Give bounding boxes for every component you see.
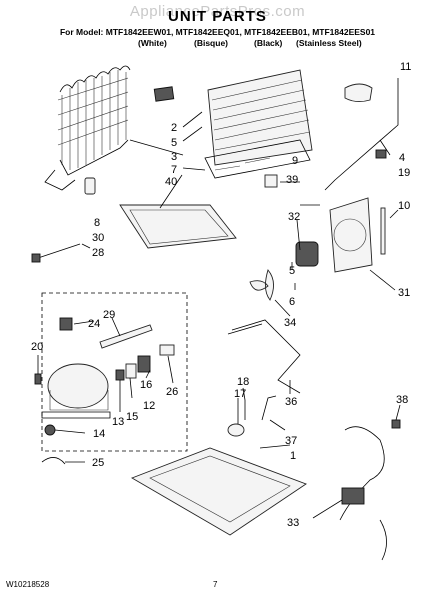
base-plate: [130, 447, 307, 536]
label-part: [153, 86, 175, 102]
pad-part: [344, 83, 373, 103]
compressor: [47, 363, 109, 409]
capacitor-tube: [99, 324, 153, 349]
callout-32: 32: [288, 211, 300, 223]
callout-19: 19: [398, 167, 410, 179]
relay-part: [59, 317, 73, 331]
drain-tray: [119, 204, 237, 249]
callout-16: 16: [140, 379, 152, 391]
clip-part: [375, 149, 387, 159]
callout-33: 33: [287, 517, 299, 529]
page-number: 7: [213, 580, 218, 589]
starter-kit-box: [41, 292, 188, 452]
rod-part: [380, 207, 386, 255]
callout-30: 30: [92, 232, 104, 244]
callout-29: 29: [103, 309, 115, 321]
harness-connector: [341, 487, 365, 505]
fan-motor: [295, 241, 319, 267]
condenser-coil: [44, 65, 131, 191]
leader-lines: [37, 111, 401, 519]
page-title: UNIT PARTS: [168, 8, 267, 25]
cover-part: [159, 344, 175, 356]
clip-cover-part: [125, 363, 137, 379]
foot-part: [227, 423, 245, 437]
callout-36: 36: [285, 396, 297, 408]
callout-25: 25: [92, 457, 104, 469]
callout-8: 8: [94, 217, 100, 229]
callout-13: 13: [112, 416, 124, 428]
wiring-harness: [339, 426, 385, 521]
cord-part: [37, 243, 81, 259]
callout-4: 4: [399, 152, 405, 164]
callout-26: 26: [166, 386, 178, 398]
watermark: AppliancePartsPros.com: [129, 3, 306, 20]
callout-7: 7: [171, 164, 177, 176]
fan-shroud: [329, 197, 373, 273]
callout-20: 20: [31, 341, 43, 353]
callout-37: 37: [285, 435, 297, 447]
callout-40: 40: [165, 176, 177, 188]
callout-38: 38: [396, 394, 408, 406]
callout-15: 15: [126, 411, 138, 423]
color-stainless: (Stainless Steel): [296, 38, 362, 48]
screw-part: [34, 373, 42, 385]
callout-1: 1: [290, 450, 296, 462]
connector-part: [115, 369, 125, 381]
callout-28: 28: [92, 247, 104, 259]
tube-part-37: [261, 395, 277, 421]
color-white: (White): [138, 38, 167, 48]
callout-2: 2: [171, 122, 177, 134]
callout-10: 10: [398, 200, 410, 212]
overload-part: [137, 355, 151, 373]
callout-numbers: 11 2 5 3 7 40 4 19 9 39 10 32 8 30 28 5 …: [31, 61, 411, 529]
callout-18: 18: [237, 376, 249, 388]
screw-part-38: [391, 419, 401, 429]
callout-6: 6: [289, 296, 295, 308]
callout-24: 24: [88, 318, 100, 330]
callout-11: 11: [400, 61, 411, 73]
wire-clip: [41, 457, 66, 465]
callout-3: 3: [171, 151, 177, 163]
model-list: For Model: MTF1842EEW01, MTF1842EEQ01, M…: [59, 27, 376, 37]
evaporator-coil: [204, 69, 313, 179]
cap-part: [84, 177, 96, 195]
callout-5b: 5: [289, 265, 295, 277]
callout-9: 9: [292, 155, 298, 167]
callout-5: 5: [171, 137, 177, 149]
callout-14: 14: [93, 428, 105, 440]
grommet-part: [44, 424, 56, 436]
document-number: W10218528: [6, 580, 50, 589]
callout-39: 39: [286, 174, 298, 186]
callout-34: 34: [284, 317, 296, 329]
color-bisque: (Bisque): [194, 38, 228, 48]
color-black: (Black): [254, 38, 283, 48]
fan-blade: [249, 269, 274, 301]
callout-31: 31: [398, 287, 410, 299]
tube-part: [231, 319, 301, 394]
callout-12: 12: [143, 400, 155, 412]
callout-17: 17: [234, 388, 246, 400]
bracket-part: [264, 174, 278, 188]
